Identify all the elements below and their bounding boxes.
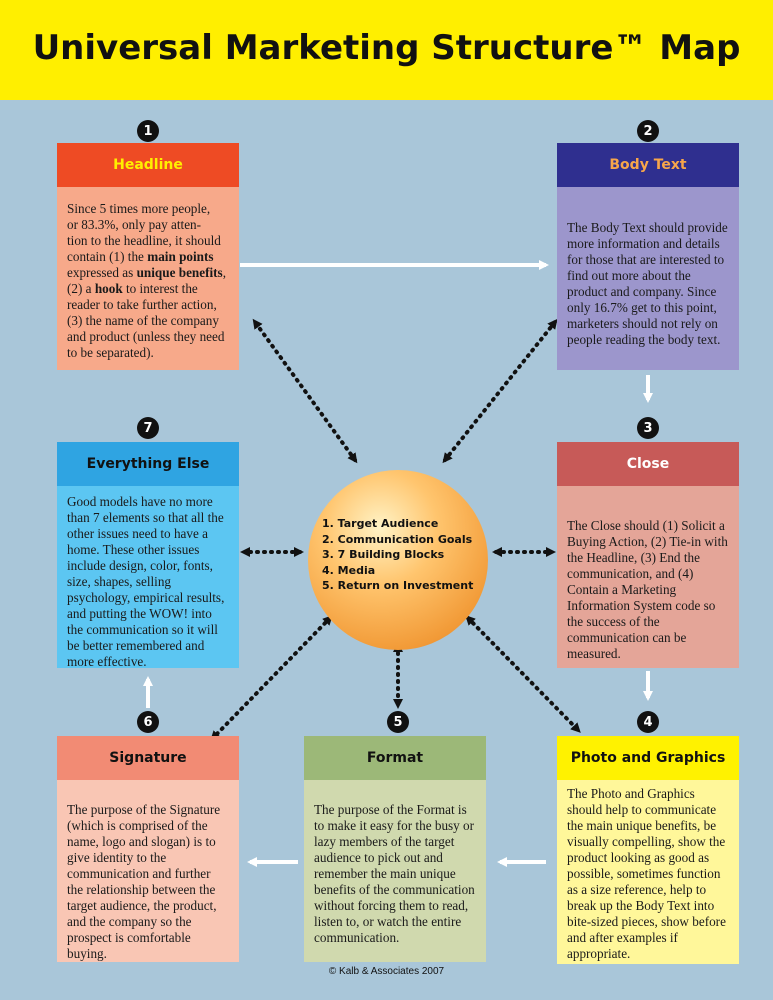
headline-box-text: Since 5 times more people, or 83.3%, onl… bbox=[67, 201, 226, 360]
step-number-2: 2 bbox=[637, 120, 659, 142]
photo-graphics-box-text: The Photo and Graphics should help to co… bbox=[567, 786, 726, 961]
center-list-item: 4. Media bbox=[322, 563, 376, 577]
step-number-4: 4 bbox=[637, 711, 659, 733]
close-box-text: The Close should (1) Solicit a Buying Ac… bbox=[567, 518, 728, 661]
center-list-item: 3. 7 Building Blocks bbox=[322, 548, 445, 561]
signature-box: Signature The purpose of the Signature (… bbox=[57, 736, 239, 962]
photo-graphics-box-header: Photo and Graphics bbox=[557, 736, 739, 780]
close-box-header: Close bbox=[557, 442, 739, 486]
step-number-7: 7 bbox=[137, 417, 159, 439]
format-box-header: Format bbox=[304, 736, 486, 780]
everything-else-box-text: Good models have no more than 7 elements… bbox=[67, 494, 225, 669]
page-title: Universal Marketing Structure™ Map bbox=[32, 28, 741, 68]
body-text-box-header: Body Text bbox=[557, 143, 739, 187]
body-text-box-text: The Body Text should provide more inform… bbox=[567, 220, 728, 347]
title-banner bbox=[0, 0, 773, 100]
link-center-headline bbox=[252, 318, 358, 464]
step-number-3: 3 bbox=[637, 417, 659, 439]
everything-else-box: Everything Else Good models have no more… bbox=[57, 442, 239, 669]
everything-else-box-header: Everything Else bbox=[57, 442, 239, 486]
signature-box-text: The purpose of the Signature (which is c… bbox=[67, 802, 221, 961]
photo-graphics-box: Photo and Graphics The Photo and Graphic… bbox=[557, 736, 739, 964]
body-text-box: Body Text The Body Text should provide m… bbox=[557, 143, 739, 370]
link-center-signature bbox=[210, 615, 333, 741]
center-list-item: 1. Target Audience bbox=[322, 517, 439, 530]
step-number-5: 5 bbox=[387, 711, 409, 733]
signature-box-header: Signature bbox=[57, 736, 239, 780]
step-number-1: 1 bbox=[137, 120, 159, 142]
link-center-body bbox=[442, 318, 558, 464]
link-center-photo bbox=[465, 615, 581, 733]
copyright-footer: © Kalb & Associates 2007 bbox=[328, 966, 445, 977]
center-list-item: 2. Communication Goals bbox=[322, 532, 473, 546]
close-box: Close The Close should (1) Solicit a Buy… bbox=[557, 442, 739, 668]
center-circle: 1. Target Audience 2. Communication Goal… bbox=[308, 470, 488, 650]
headline-box-header: Headline bbox=[57, 143, 239, 187]
step-number-6: 6 bbox=[137, 711, 159, 733]
center-list-item: 5. Return on Investment bbox=[322, 579, 474, 592]
headline-box: Headline Since 5 times more people, or 8… bbox=[57, 143, 239, 370]
format-box-text: The purpose of the Format is to make it … bbox=[314, 802, 475, 945]
format-box: Format The purpose of the Format is to m… bbox=[304, 736, 486, 962]
center-list: 1. Target Audience 2. Communication Goal… bbox=[322, 516, 473, 594]
